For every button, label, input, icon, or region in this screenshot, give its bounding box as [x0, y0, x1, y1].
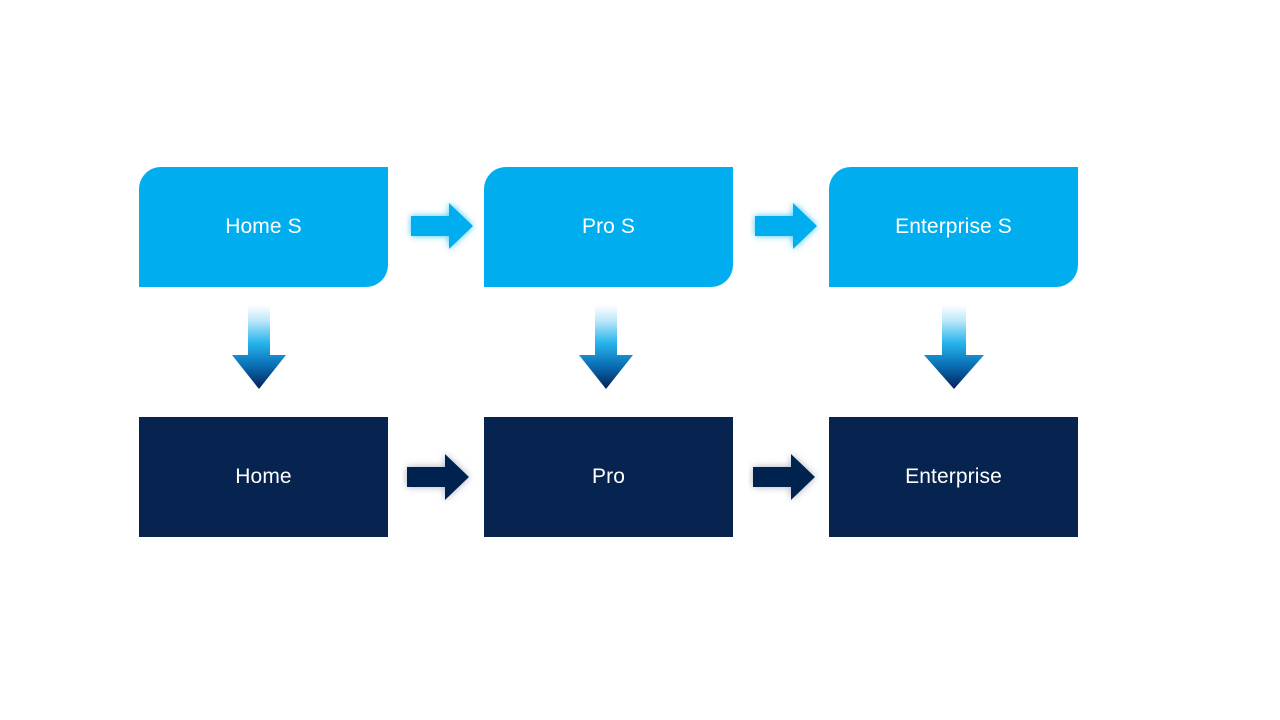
arrow-down-icon: [921, 305, 987, 391]
arrow-right-icon: [402, 449, 474, 505]
node-enterprise[interactable]: Enterprise: [829, 417, 1078, 537]
node-label: Pro S: [581, 215, 636, 239]
arrow-down-icon: [229, 305, 289, 391]
node-label: Enterprise S: [895, 215, 1012, 239]
arrow-right-icon: [748, 449, 820, 505]
node-label: Home S: [225, 215, 302, 239]
node-home[interactable]: Home: [139, 417, 388, 537]
node-label: Home: [235, 465, 292, 489]
arrow-down-icon: [576, 305, 636, 391]
node-label: Enterprise: [905, 465, 1002, 489]
node-pro[interactable]: Pro: [484, 417, 733, 537]
node-label: Pro: [592, 465, 625, 489]
node-enterprise-s[interactable]: Enterprise S: [829, 167, 1078, 287]
arrow-right-icon: [406, 198, 478, 254]
node-home-s[interactable]: Home S: [139, 167, 388, 287]
arrow-right-icon: [750, 198, 822, 254]
node-pro-s[interactable]: Pro S: [484, 167, 733, 287]
